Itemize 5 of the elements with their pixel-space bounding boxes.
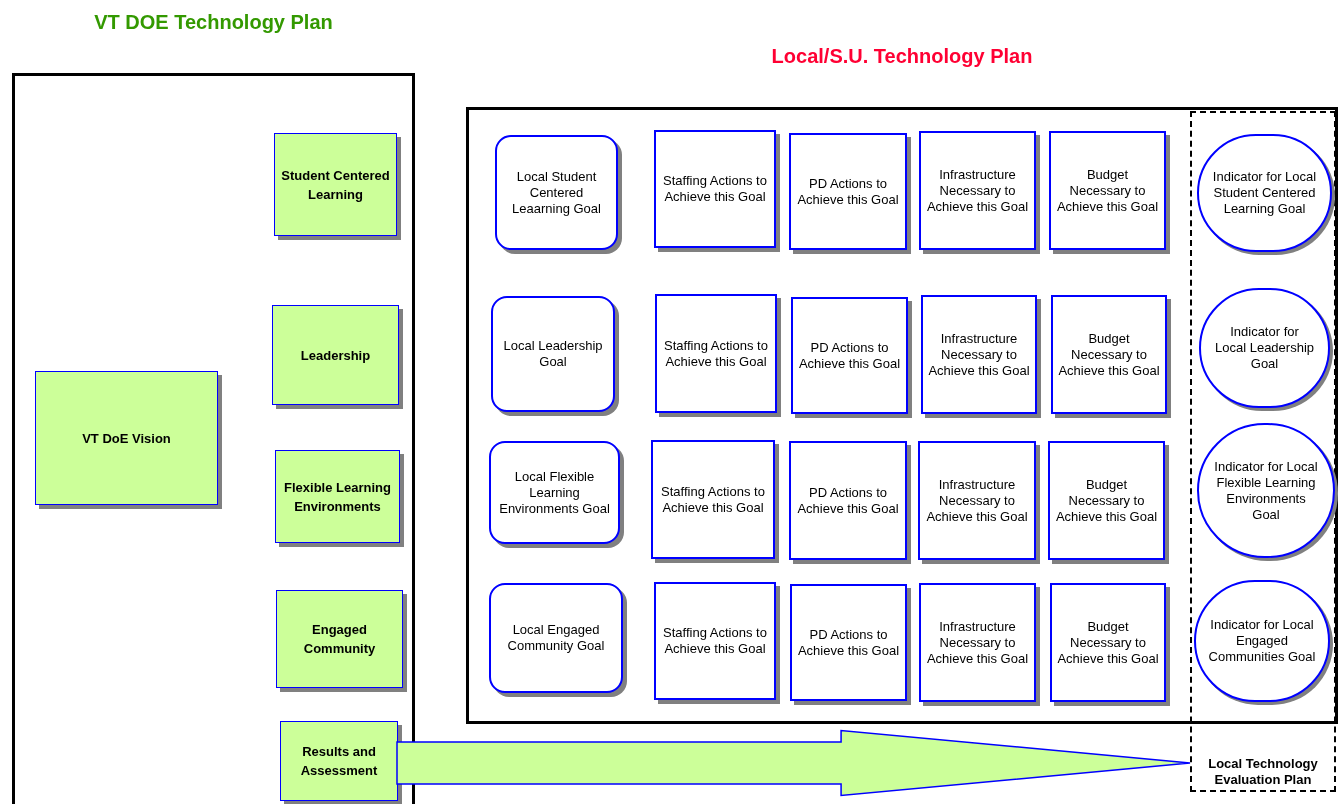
evaluation-plan-label: Local Technology Evaluation Plan: [1207, 756, 1319, 788]
plan-heading: VT DOE Technology Plan: [93, 10, 334, 34]
evaluation-plan-box: [1190, 111, 1336, 792]
plan-heading: Local/S.U. Technology Plan: [770, 44, 1034, 68]
block-arrow: [396, 729, 1191, 797]
